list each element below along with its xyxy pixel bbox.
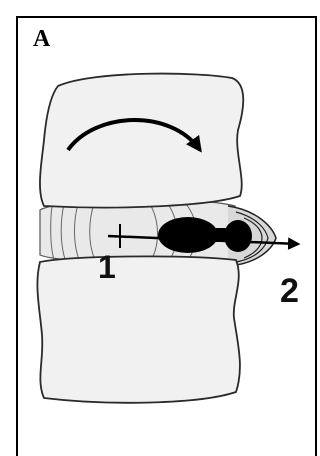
nucleus-pulposus xyxy=(158,217,252,253)
lower-vertebra xyxy=(37,256,240,402)
marker-2-label: 2 xyxy=(280,272,299,310)
marker-1-label: 1 xyxy=(98,249,116,285)
upper-vertebra xyxy=(40,74,243,208)
